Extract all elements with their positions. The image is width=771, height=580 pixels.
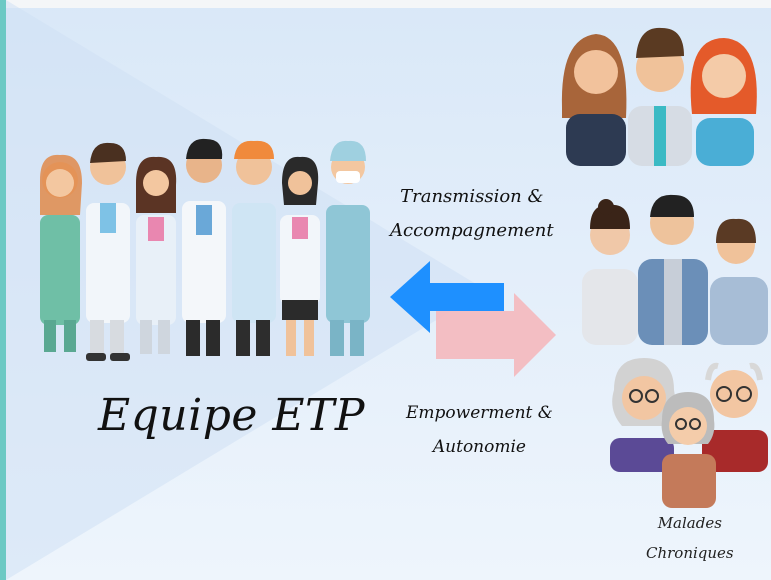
transmission-label: Transmission & Accompagnement <box>390 180 554 248</box>
patients-label: Malades Chroniques <box>646 508 734 568</box>
family-group-icon <box>582 194 768 345</box>
team-label: Equipe ETP <box>98 390 365 441</box>
exchange-arrows <box>390 261 556 377</box>
medical-team-icon <box>40 138 370 361</box>
forward-arrow-icon <box>390 261 504 333</box>
empowerment-label: Empowerment & Autonomie <box>406 396 553 464</box>
empowerment-line-2: Autonomie <box>432 437 526 457</box>
elderly-group-icon <box>610 358 768 508</box>
transmission-line-2: Accompagnement <box>390 220 554 241</box>
patients-line-2: Chroniques <box>646 544 734 562</box>
young-adults-group-icon <box>561 27 757 166</box>
top-strip <box>6 0 771 8</box>
empowerment-line-1: Empowerment & <box>406 403 553 423</box>
return-arrow-icon <box>436 293 556 377</box>
patients-line-1: Malades <box>657 514 722 532</box>
transmission-line-1: Transmission & <box>400 186 544 207</box>
